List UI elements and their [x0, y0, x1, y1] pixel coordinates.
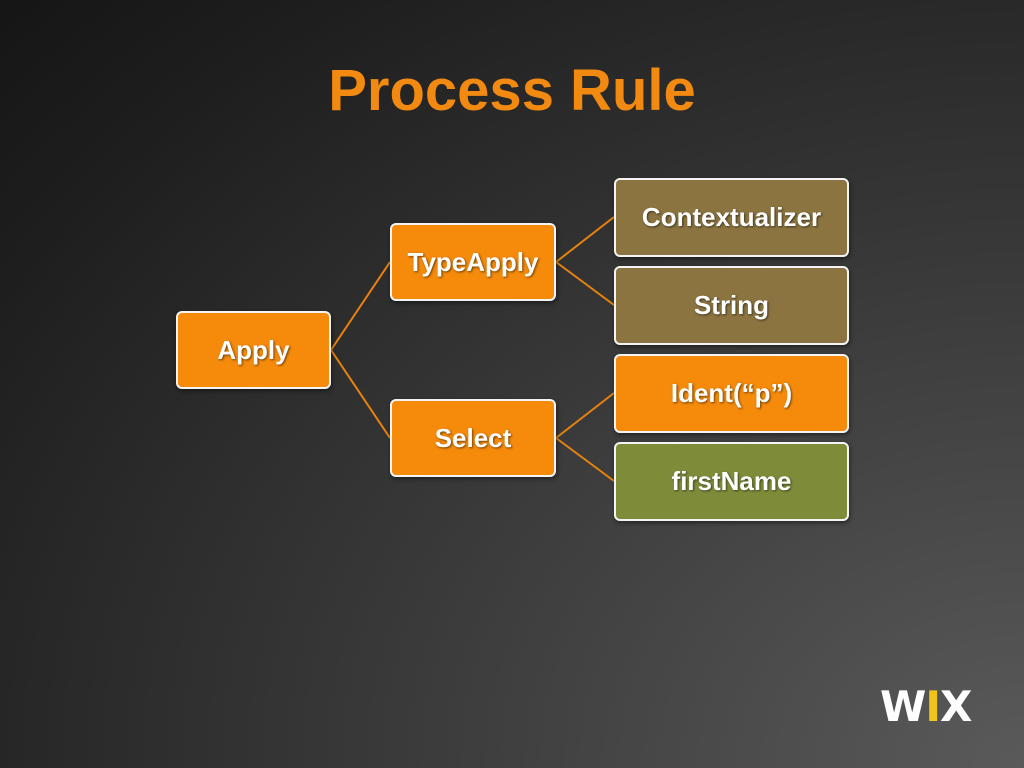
node-label: Ident(“p”): [670, 378, 793, 408]
slide-title: Process Rule: [328, 58, 696, 123]
node-label: Contextualizer: [641, 202, 822, 232]
connector-apply-select: [330, 349, 391, 439]
node-firstname: firstName: [614, 442, 849, 521]
node-label: Apply: [217, 334, 290, 365]
node-ident: Ident(“p”): [614, 354, 849, 433]
node-label: TypeApply: [407, 246, 539, 277]
connector-typeapply-contextualizer: [555, 216, 615, 263]
node-typeapply: TypeApply: [390, 223, 556, 301]
node-string: String: [614, 266, 849, 345]
connector-select-ident: [555, 392, 615, 439]
connector-typeapply-string: [555, 261, 615, 306]
connector-select-firstname: [555, 437, 615, 482]
wix-logo: WIX: [880, 682, 972, 731]
node-apply: Apply: [176, 311, 331, 389]
node-select: Select: [390, 399, 556, 477]
node-label: firstName: [671, 466, 792, 496]
node-contextualizer: Contextualizer: [614, 178, 849, 257]
node-label: String: [693, 290, 770, 320]
connector-apply-typeapply: [330, 261, 391, 351]
node-label: Select: [434, 422, 512, 453]
